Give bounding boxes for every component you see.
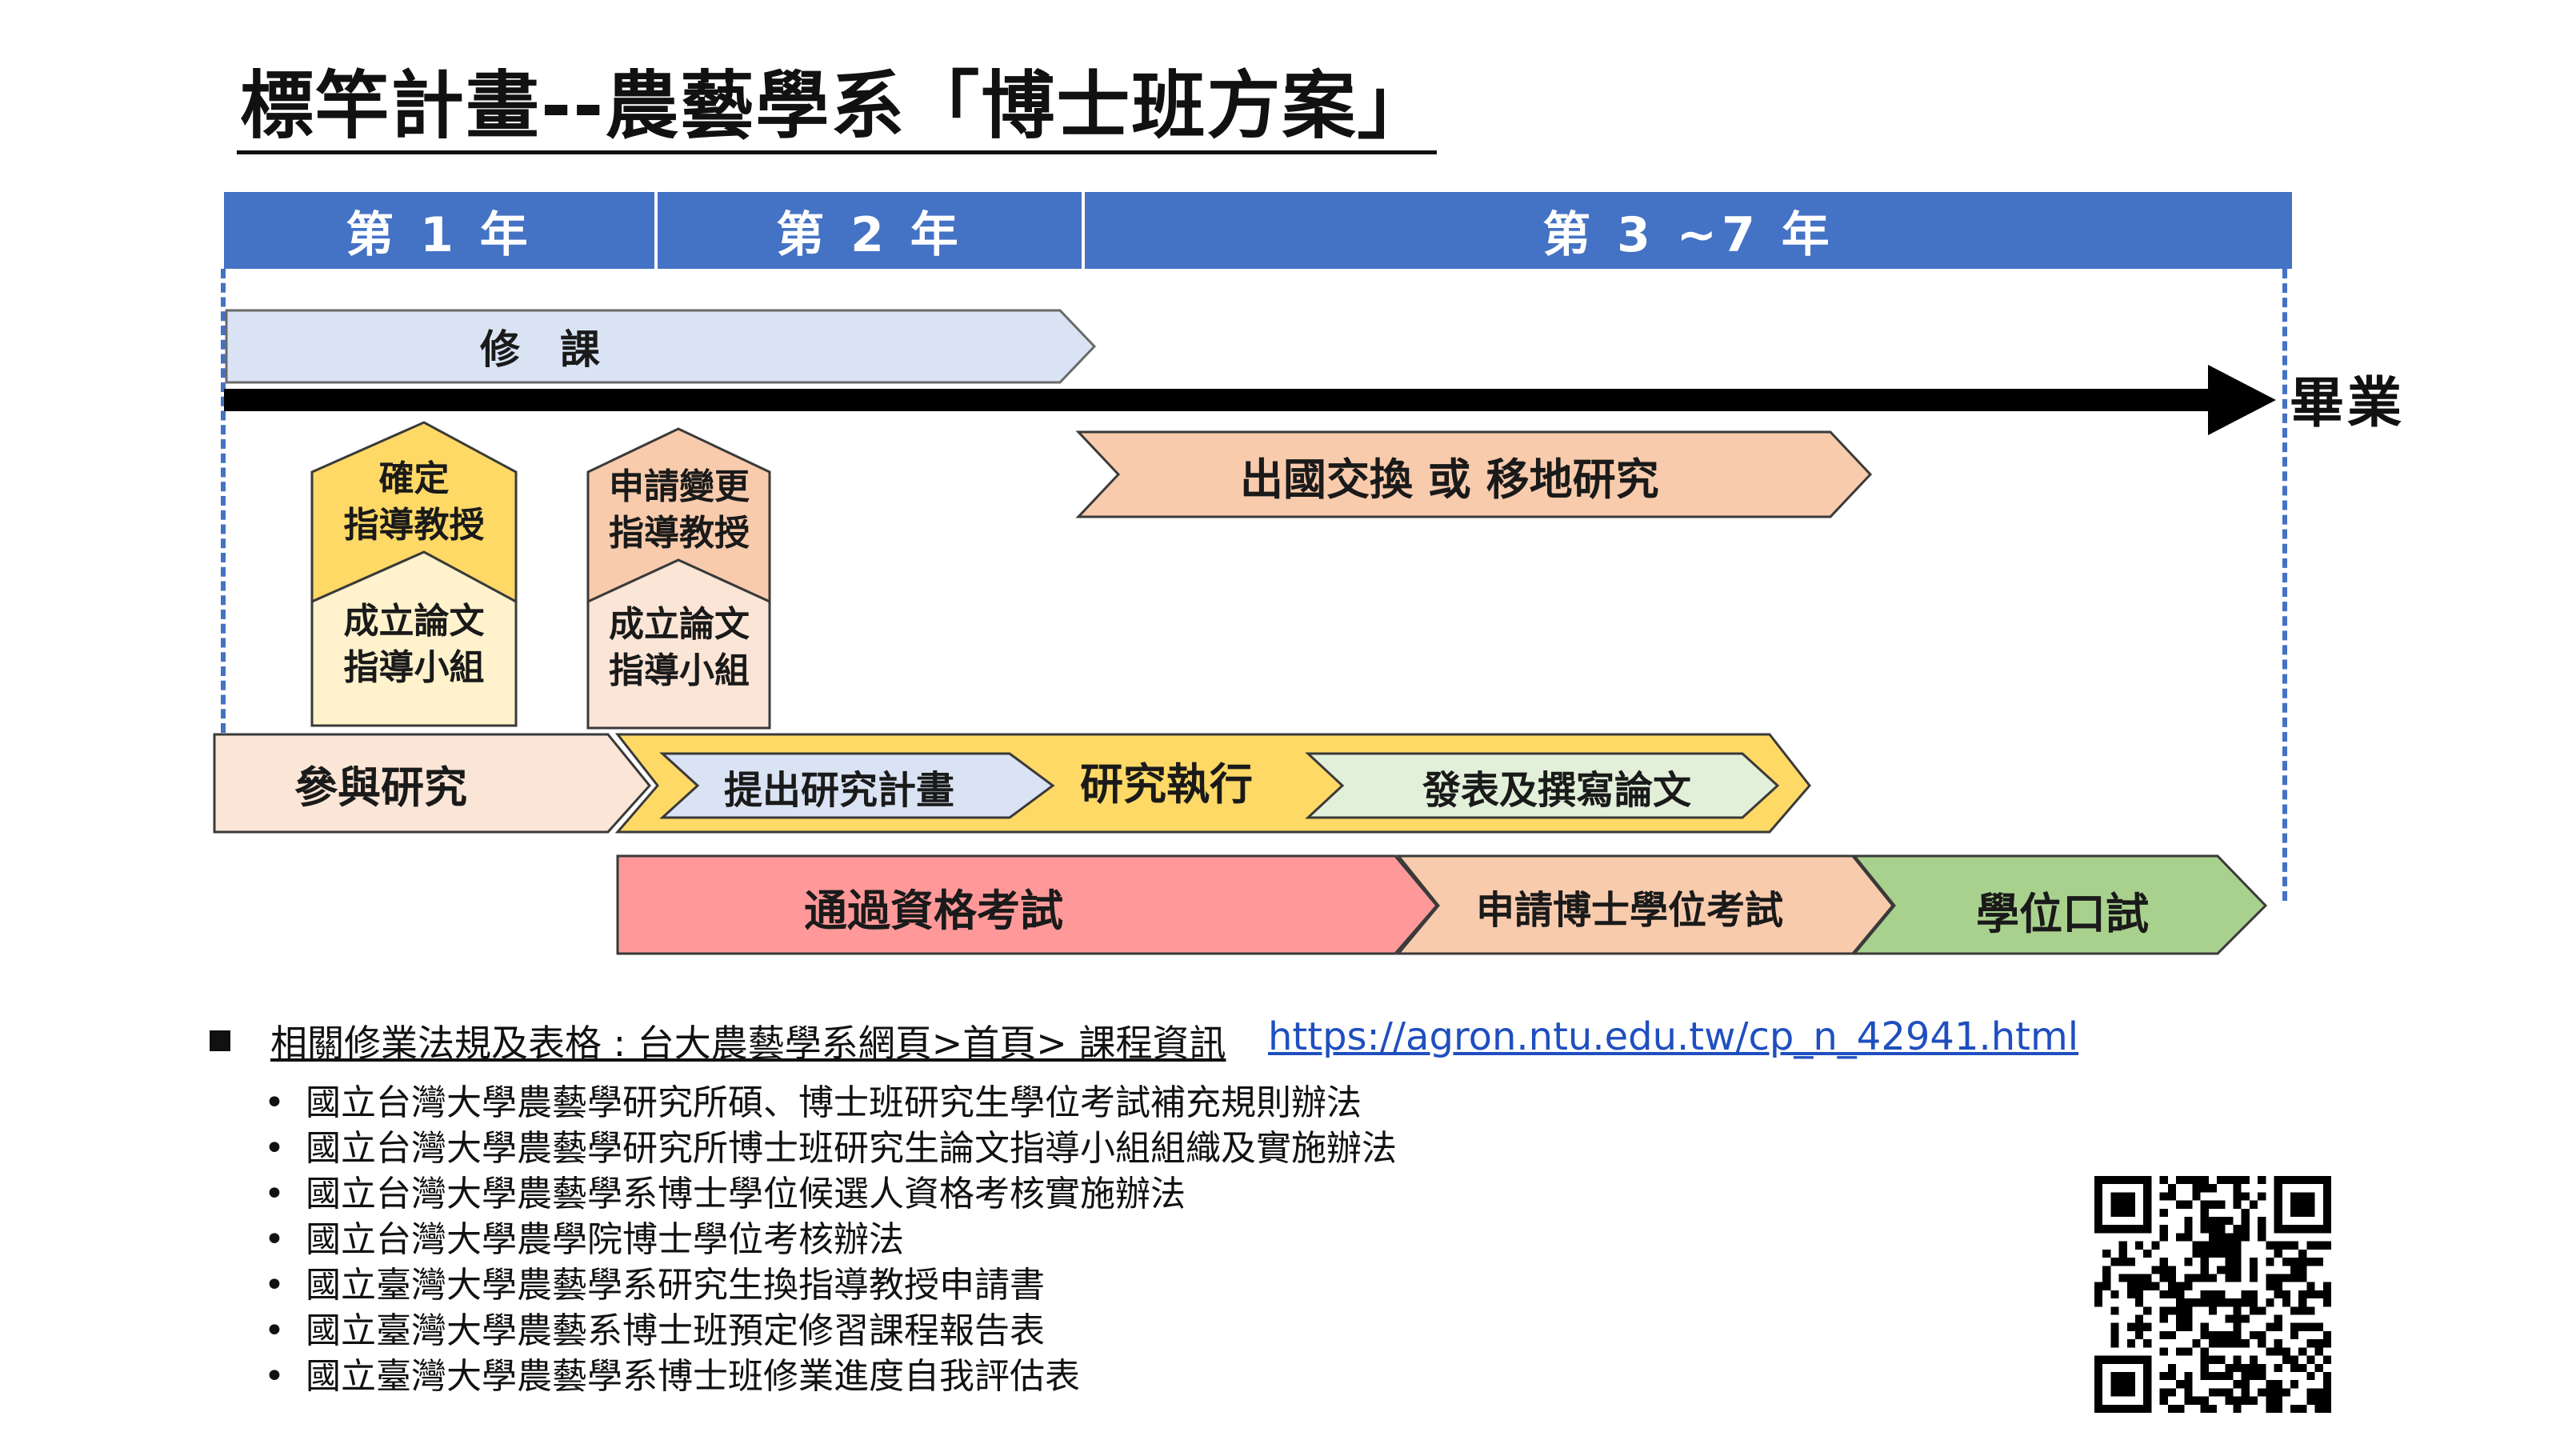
timeline-arrowhead bbox=[2208, 365, 2276, 435]
references-label: 相關修業法規及表格 : 台大農藝學系網頁>首頁> 課程資訊 bbox=[270, 1022, 1226, 1065]
regulations-list: 國立台灣大學農藝學研究所碩、博士班研究生學位考試補充規則辦法 國立台灣大學農藝學… bbox=[264, 1080, 1397, 1399]
graduate-label: 畢業 bbox=[2290, 372, 2406, 435]
end-dashed-line bbox=[2282, 269, 2287, 901]
year-bar bbox=[224, 192, 2292, 269]
year-divider bbox=[1082, 192, 1085, 269]
year-1-label: 第 1 年 bbox=[346, 206, 533, 263]
list-item: 國立臺灣大學農藝學系博士班修業進度自我評估表 bbox=[264, 1354, 1397, 1399]
oral-exam-arrow bbox=[1851, 854, 2268, 955]
apply-exam-arrow bbox=[1395, 854, 1894, 955]
advisor-change-label: 申請變更 指導教授 bbox=[609, 466, 750, 554]
references-url-link[interactable]: https://agron.ntu.edu.tw/cp_n_42941.html bbox=[1268, 1014, 2079, 1059]
list-item: 國立臺灣大學農藝系博士班預定修習課程報告表 bbox=[264, 1308, 1397, 1354]
list-item: 國立台灣大學農藝學系博士學位候選人資格考核實施辦法 bbox=[264, 1171, 1397, 1217]
apply-exam-label: 申請博士學位考試 bbox=[1476, 888, 1784, 933]
publish-arrow bbox=[1305, 752, 1780, 819]
list-item: 國立台灣大學農藝學研究所碩、博士班研究生學位考試補充規則辦法 bbox=[264, 1080, 1397, 1126]
year-3-7-label: 第 3 ~7 年 bbox=[1542, 206, 1834, 263]
oral-exam-label: 學位口試 bbox=[1976, 888, 2149, 939]
proposal-arrow bbox=[659, 752, 1055, 819]
list-item: 國立臺灣大學農藝學系研究生換指導教授申請書 bbox=[264, 1262, 1397, 1308]
research-execute-label: 研究執行 bbox=[1080, 758, 1253, 810]
committee-1-shape bbox=[310, 550, 518, 727]
start-dashed-line bbox=[221, 269, 226, 733]
timeline-shaft bbox=[224, 389, 2216, 411]
proposal-label: 提出研究計畫 bbox=[724, 768, 955, 813]
list-item: 國立台灣大學農藝學研究所博士班研究生論文指導小組組織及實施辦法 bbox=[264, 1126, 1397, 1171]
exchange-arrow bbox=[1075, 430, 1873, 518]
page-title: 標竿計畫--農藝學系「博士班方案」 bbox=[240, 63, 1433, 149]
course-arrow bbox=[225, 309, 1097, 384]
list-item: 國立台灣大學農學院博士學位考核辦法 bbox=[264, 1217, 1397, 1262]
advisor-confirm-label: 確定 指導教授 bbox=[343, 458, 485, 546]
year-divider bbox=[654, 192, 658, 269]
qualifying-arrow bbox=[616, 854, 1438, 955]
research-join-arrow bbox=[213, 733, 651, 834]
committee-2-shape bbox=[586, 558, 771, 730]
qr-code-icon[interactable] bbox=[2094, 1176, 2331, 1413]
publish-label: 發表及撰寫論文 bbox=[1422, 768, 1692, 813]
bullet-square-icon bbox=[210, 1030, 230, 1051]
title-underline bbox=[237, 150, 1437, 154]
research-join-label: 參與研究 bbox=[294, 762, 467, 813]
year-2-label: 第 2 年 bbox=[776, 206, 963, 263]
exchange-label: 出國交換 或 移地研究 bbox=[1240, 454, 1659, 505]
course-label: 修 課 bbox=[480, 326, 600, 373]
committee-1-label: 成立論文 指導小組 bbox=[343, 601, 485, 688]
qualifying-label: 通過資格考試 bbox=[804, 885, 1063, 936]
committee-2-label: 成立論文 指導小組 bbox=[609, 604, 750, 691]
